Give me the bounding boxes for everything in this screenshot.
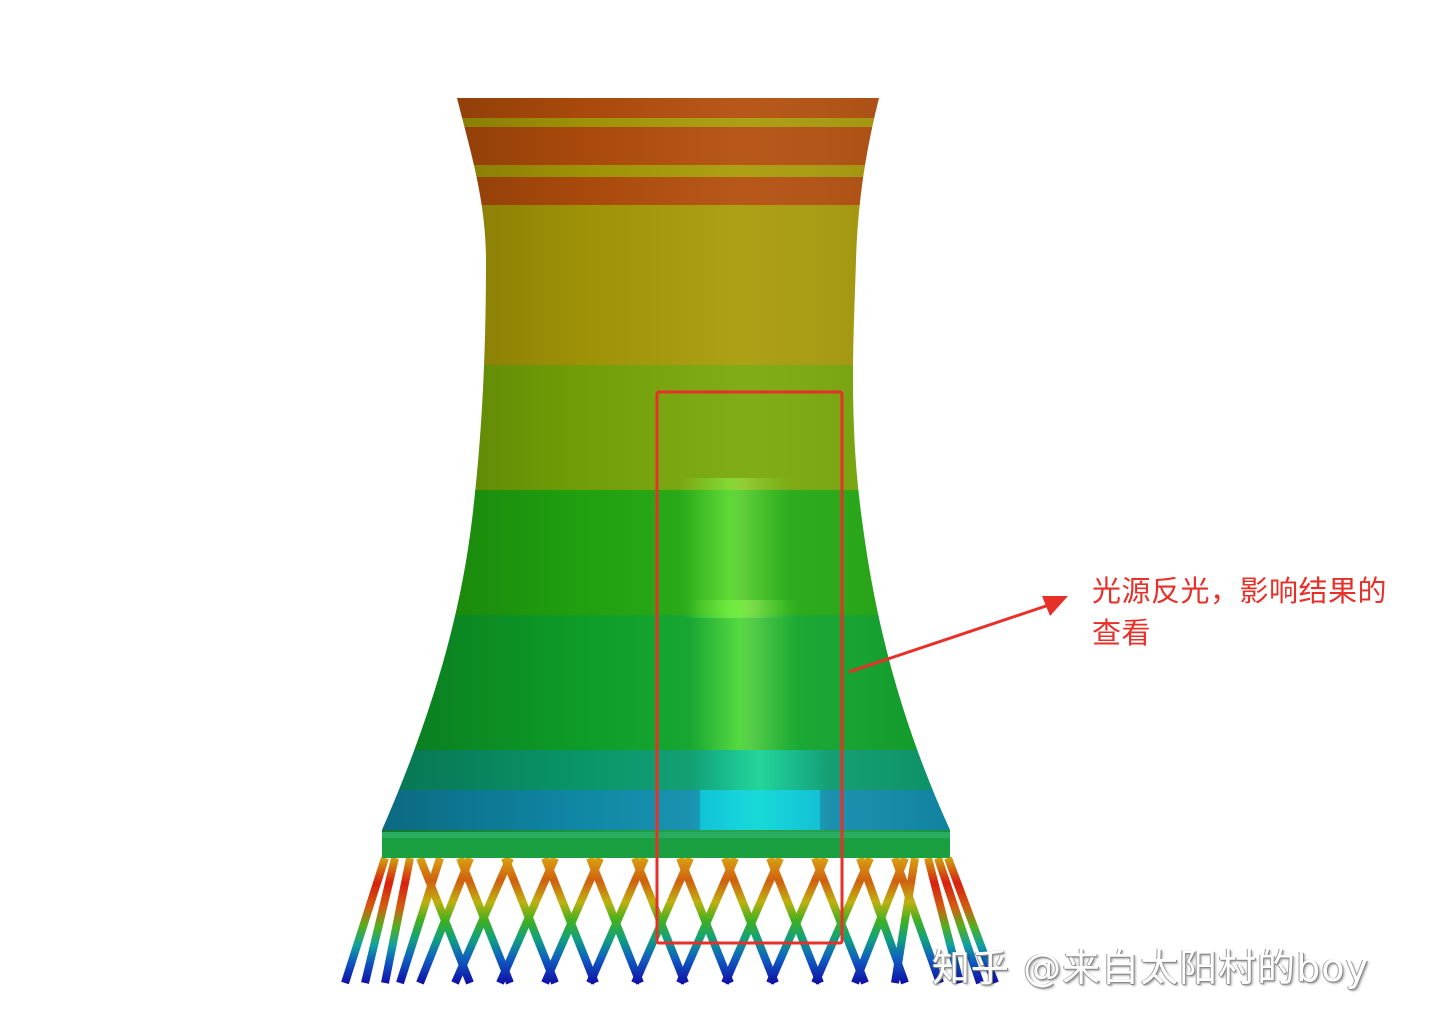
tower-shell	[382, 98, 950, 840]
watermark: 知乎 @来自太阳村的boy	[932, 946, 1369, 990]
annotation-line-1: 光源反光，影响结果的	[1092, 574, 1388, 608]
annotation-label: 光源反光，影响结果的 查看	[1092, 570, 1437, 654]
annotation-arrow	[848, 596, 1068, 674]
annotation-line-2: 查看	[1092, 616, 1152, 650]
highlight-box	[655, 390, 844, 945]
support-columns	[341, 856, 999, 985]
